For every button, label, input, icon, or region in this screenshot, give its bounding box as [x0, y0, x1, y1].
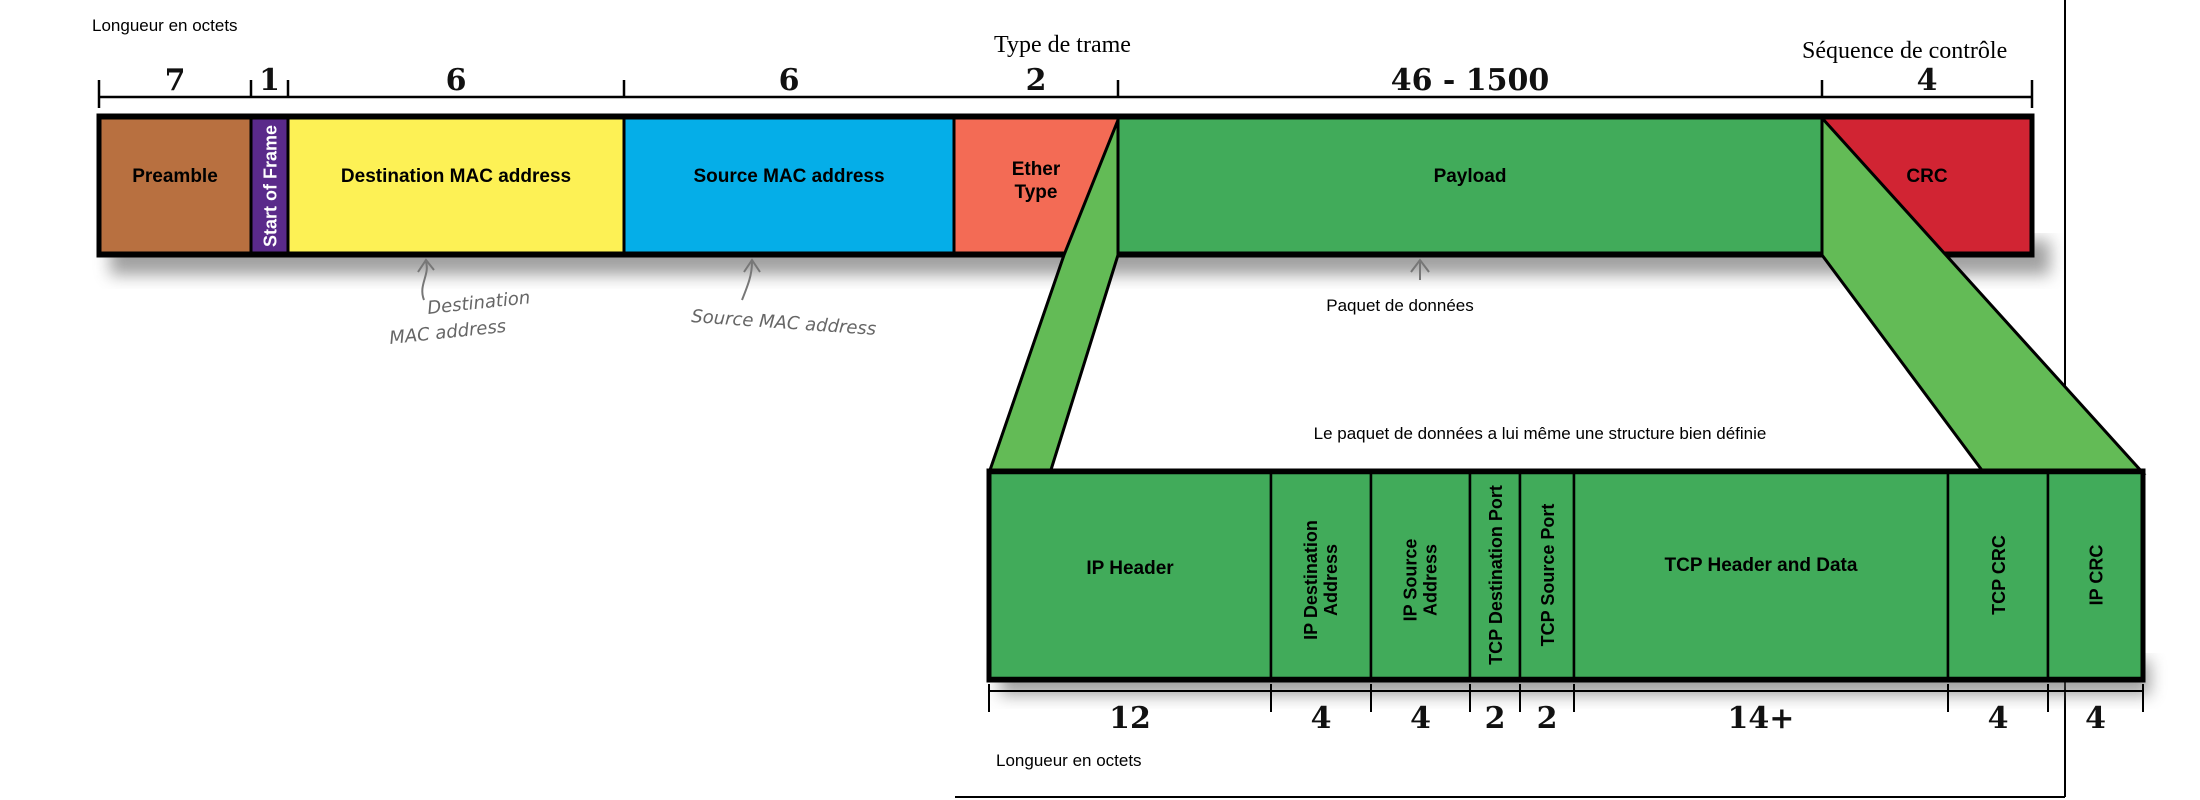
packet-field-label: TCP Header and Data	[1665, 555, 1858, 576]
packet-field-byte-length: 4	[1311, 701, 1332, 736]
check-sequence-annotation: Séquence de contrôle	[1802, 38, 2007, 64]
expansion-band-left	[986, 119, 1120, 475]
dest-mac-handwritten-line2: MAC address	[388, 316, 507, 349]
field-label: Source MAC address	[693, 166, 884, 187]
length-label-top: Longueur en octets	[92, 16, 238, 35]
packet-field-byte-length: 4	[1988, 701, 2009, 736]
packet-field-label: TCP CRC	[1989, 535, 2009, 615]
packet-field-label-line2: Address	[1421, 544, 1441, 616]
frame-type-annotation: Type de trame	[994, 32, 1131, 58]
packet-field-byte-length: 2	[1485, 701, 1506, 736]
length-label-bottom: Longueur en octets	[996, 751, 1142, 770]
packet-field-ip-destination	[1269, 471, 1373, 680]
packet-field-label: IP CRC	[2087, 545, 2107, 606]
field-byte-length: 2	[1026, 63, 1047, 98]
field-byte-length: 7	[165, 63, 186, 98]
field-label: Preamble	[132, 166, 218, 187]
packet-field-byte-length: 12	[1109, 701, 1151, 736]
field-label: Destination MAC address	[341, 166, 571, 187]
packet-field-label: IP Header	[1086, 558, 1174, 579]
packet-field-byte-length: 14+	[1728, 701, 1795, 736]
top-length-scale	[97, 80, 2034, 108]
packet-field-label: TCP Source Port	[1538, 504, 1558, 647]
packet-bar-outline	[986, 468, 2146, 683]
field-byte-length: 6	[446, 63, 467, 98]
field-byte-length: 4	[1917, 63, 1938, 98]
dest-arrow-icon	[417, 258, 435, 301]
packet-field-label-line2: Address	[1321, 544, 1341, 616]
field-destination-mac-address	[286, 116, 626, 255]
field-label: Start of Frame	[261, 125, 281, 247]
payload-arrow-icon	[1410, 258, 1430, 280]
field-label: Payload	[1434, 166, 1507, 187]
field-byte-length: 1	[259, 63, 280, 98]
payload-caption: Paquet de données	[1326, 296, 1473, 315]
dest-mac-handwritten-line1: Destination	[426, 287, 531, 319]
source-mac-handwritten: Source MAC address	[691, 306, 877, 340]
field-label: CRC	[1906, 166, 1947, 187]
packet-field-byte-length: 4	[1410, 701, 1431, 736]
packet-field-ip-header	[987, 471, 1273, 680]
source-arrow-icon	[741, 258, 761, 301]
field-byte-length: 46 - 1500	[1391, 63, 1550, 98]
packet-structure-caption: Le paquet de données a lui même une stru…	[1314, 424, 1767, 443]
packet-field-label: IP Source	[1401, 539, 1421, 622]
packet-field-byte-length: 2	[1537, 701, 1558, 736]
packet-field-byte-length: 4	[2085, 701, 2106, 736]
field-label: Ether	[1012, 159, 1061, 180]
field-byte-length: 6	[779, 63, 800, 98]
packet-field-label: TCP Destination Port	[1486, 485, 1506, 665]
field-label-line2: Type	[1015, 182, 1058, 203]
packet-field-label: IP Destination	[1301, 520, 1321, 640]
